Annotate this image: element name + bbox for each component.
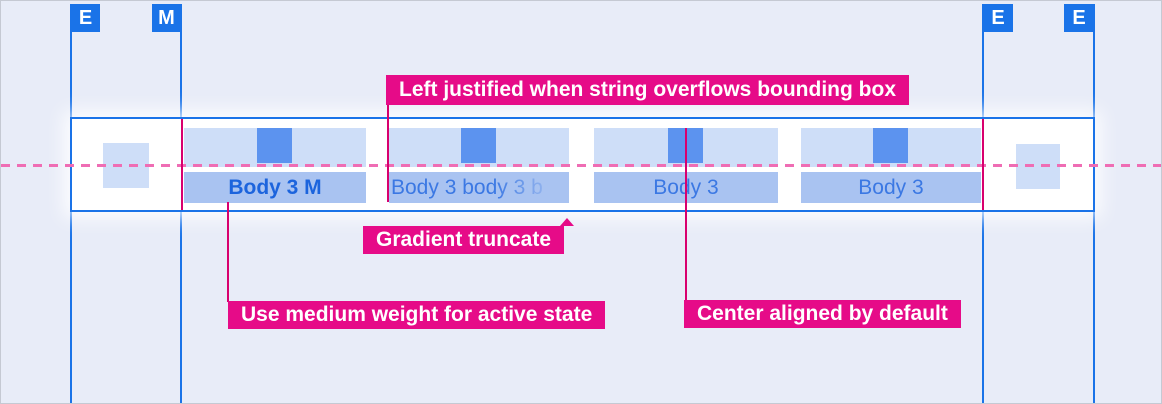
baseline-dashed-line [1,164,1161,167]
callout-left-justified: Left justified when string overflows bou… [386,75,909,105]
tab-icon-placeholder [873,128,908,163]
tab-item-active[interactable]: Body 3 M [184,128,366,203]
tab-item-overflow[interactable]: Body 3 body 3 b [389,128,569,203]
guide-marker-e-right: E [1064,4,1094,32]
callout-text: Left justified when string overflows bou… [399,78,896,101]
callout-medium-weight: Use medium weight for active state [228,301,606,329]
tab-label-area: Body 3 [801,172,981,203]
guide-letter: M [158,7,175,29]
tab-icon-placeholder [461,128,496,163]
guide-marker-e-left: E [71,4,100,32]
content-edge-line-left [181,119,183,210]
connector-medium-weight [227,202,229,302]
tab-label: Body 3 [858,175,924,199]
callout-text: Center aligned by default [697,302,948,325]
guide-marker-e-right-inner: E [983,4,1013,32]
connector-left-justified [387,105,389,202]
guide-letter: E [1072,7,1086,29]
callout-text: Use medium weight for active state [241,303,593,326]
callout-gradient-truncate: Gradient truncate [363,218,574,254]
callout-text: Gradient truncate [376,228,552,251]
tab-item-default[interactable]: Body 3 [801,128,981,203]
tab-label-area: Body 3 body 3 b [389,172,569,203]
guide-marker-m: M [152,4,181,32]
tab-label-area: Body 3 M [184,172,366,203]
guide-letter: E [991,7,1005,29]
guide-letter: E [78,7,93,29]
callout-center-aligned: Center aligned by default [684,300,961,328]
caret-up-icon [560,218,574,226]
content-edge-line-right [982,119,984,210]
tab-icon-placeholder [257,128,292,163]
tab-label-truncated: Body 3 body 3 b [391,175,543,199]
tab-label: Body 3 M [228,175,322,199]
connector-center-aligned [685,128,687,301]
